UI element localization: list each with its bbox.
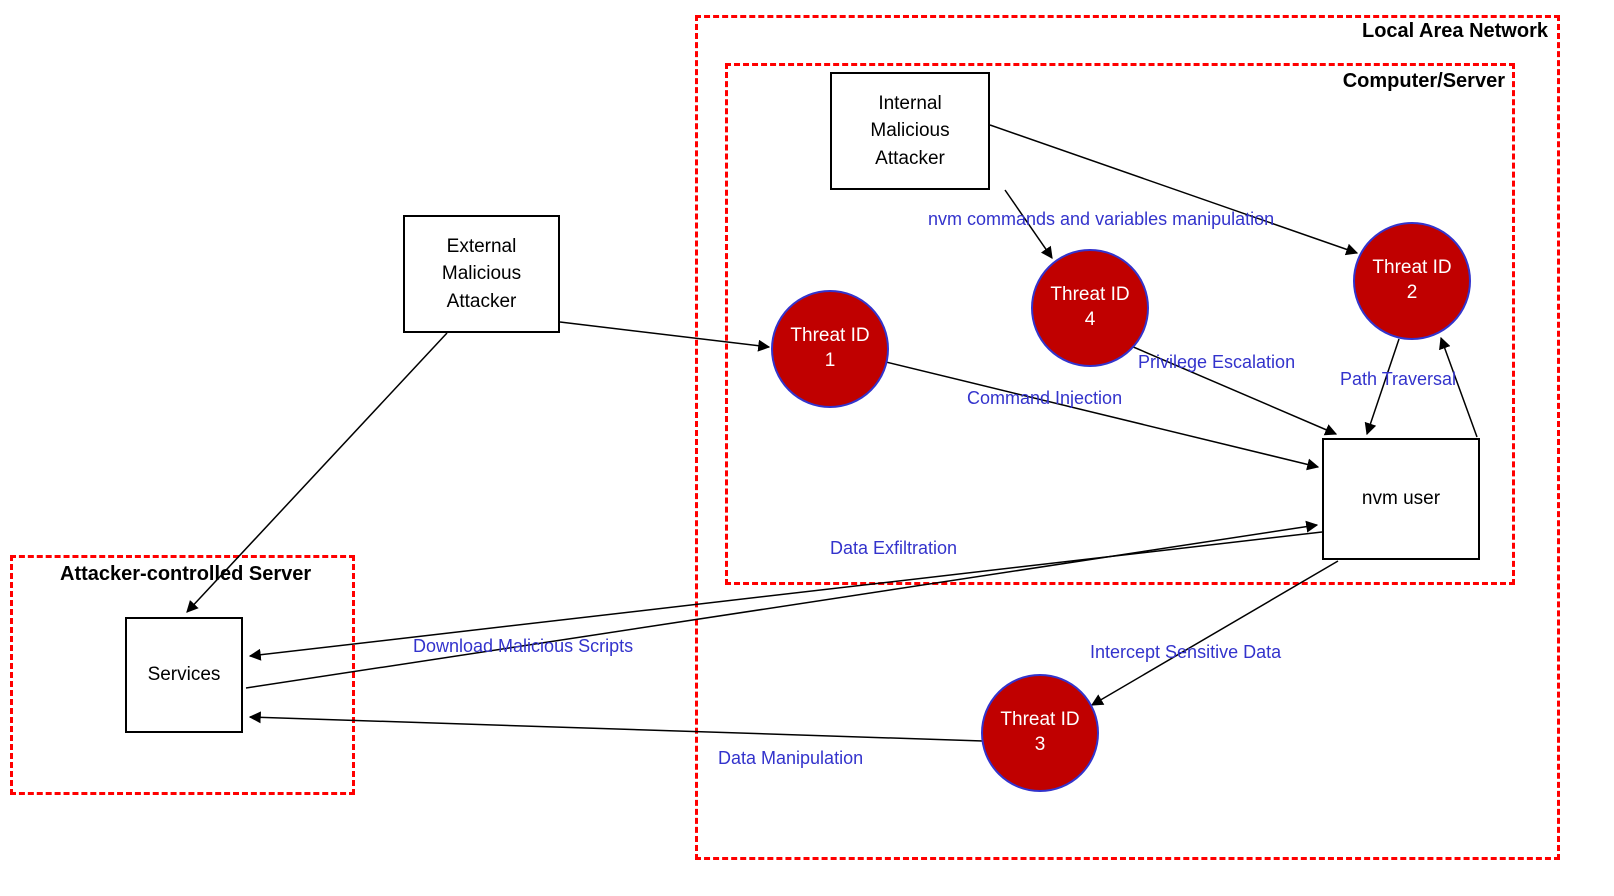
node-services: Services — [125, 617, 243, 733]
edge-external-attacker-to-threat1 — [559, 321, 771, 352]
node-internal-malicious-attacker-label: Internal Malicious Attacker — [870, 92, 950, 169]
lan-boundary-label: Local Area Network — [1362, 20, 1548, 42]
edge-label-data-exfiltration: Data Exfiltration — [830, 538, 958, 558]
edge-label-download-malicious-scripts: Download Malicious Scripts — [413, 636, 634, 656]
node-nvm-user: nvm user — [1322, 438, 1480, 560]
edge-label-privilege-escalation: Privilege Escalation — [1138, 352, 1296, 372]
edge-services-to-nvm-user — [245, 520, 1319, 689]
edge-label-data-manipulation: Data Manipulation — [718, 748, 864, 768]
edge-threat3-to-services — [248, 711, 984, 742]
edge-label-nvm-commands: nvm commands and variables manipulation — [928, 209, 1275, 229]
threat-2-circle: Threat ID 2 — [1353, 222, 1471, 340]
edge-threat2-to-nvm-user — [1364, 338, 1400, 436]
node-nvm-user-label: nvm user — [1361, 488, 1441, 510]
threat-4-label: Threat ID 4 — [1050, 284, 1130, 330]
edge-threat1-to-nvm-user — [885, 361, 1320, 471]
attacker-server-boundary-label: Attacker-controlled Server — [60, 563, 312, 585]
edge-nvm-user-to-threat3 — [1090, 560, 1339, 706]
threat-3-label: Threat ID 3 — [1000, 709, 1080, 755]
computer-server-boundary — [725, 63, 1515, 585]
node-external-malicious-attacker: External Malicious Attacker — [403, 215, 560, 333]
edge-nvm-user-to-services — [248, 531, 1323, 661]
edge-internal-attacker-to-threat4 — [1004, 189, 1053, 259]
threat-1-label: Threat ID 1 — [790, 325, 870, 371]
node-external-malicious-attacker-label: External Malicious Attacker — [441, 235, 522, 312]
edge-label-path-traversal: Path Traversal — [1340, 369, 1457, 389]
edge-label-intercept-sensitive-data: Intercept Sensitive Data — [1090, 642, 1282, 662]
threat-4-circle: Threat ID 4 — [1031, 249, 1149, 367]
attacker-server-boundary — [10, 555, 355, 795]
node-internal-malicious-attacker: Internal Malicious Attacker — [830, 72, 990, 190]
edge-internal-attacker-to-threat2 — [989, 124, 1359, 256]
edge-label-command-injection: Command Injection — [967, 388, 1123, 408]
threat-3-circle: Threat ID 3 — [981, 674, 1099, 792]
threat-2-label: Threat ID 2 — [1372, 257, 1452, 303]
edge-threat4-to-nvm-user — [1130, 345, 1338, 436]
computer-server-boundary-label: Computer/Server — [1342, 70, 1505, 92]
lan-boundary — [695, 15, 1560, 860]
edge-external-attacker-to-services — [186, 332, 448, 613]
threat-1-circle: Threat ID 1 — [771, 290, 889, 408]
node-services-label: Services — [147, 664, 221, 686]
edge-nvm-user-to-threat2 — [1439, 336, 1478, 438]
